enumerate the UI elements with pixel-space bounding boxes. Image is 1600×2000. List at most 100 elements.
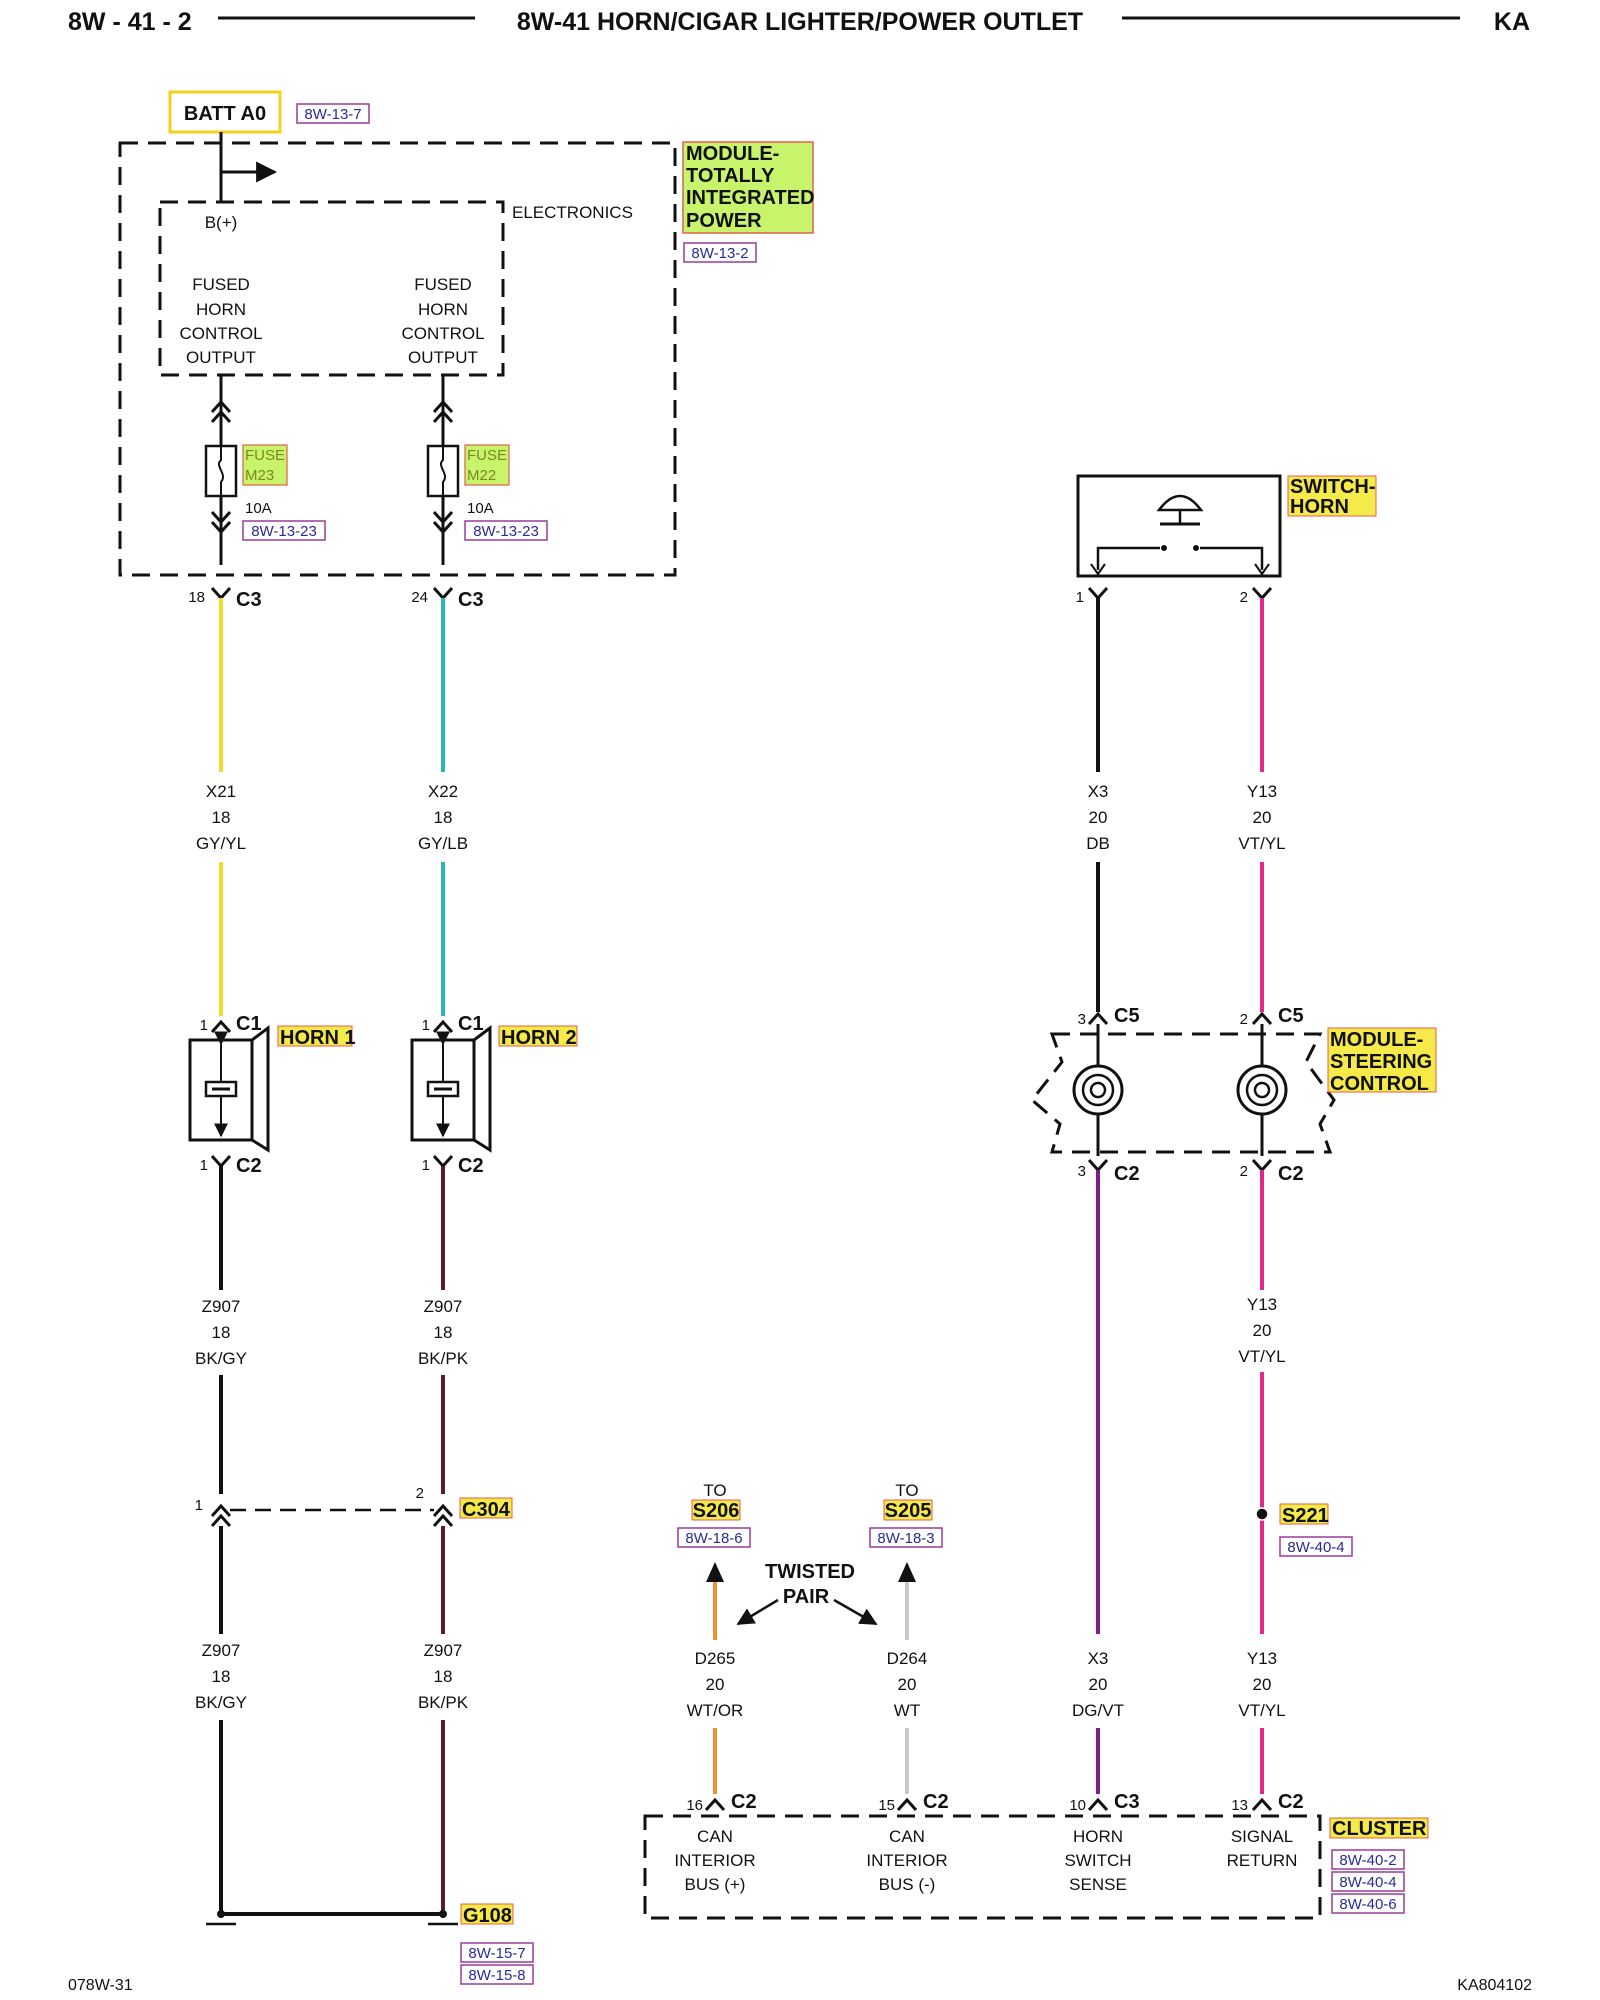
cluster-pin15-line2: INTERIOR (866, 1851, 947, 1870)
clockspring-left-mid (1081, 1073, 1115, 1107)
tipm-name-box (682, 141, 814, 234)
ground-ref2-box (460, 1964, 534, 1985)
to-s206-ref[interactable]: 8W-18-6 (685, 1530, 742, 1547)
switch-horn-button-icon (1156, 494, 1204, 512)
horn1-c2-name: C2 (236, 1155, 262, 1177)
cluster-ref1[interactable]: 8W-40-2 (1339, 1852, 1396, 1869)
scm-name-box (1327, 1027, 1437, 1093)
wire-z907-r1-gauge: 18 (434, 1323, 453, 1342)
horn2-c1-name: C1 (458, 1013, 484, 1035)
wire-x22-circuit: X22 (428, 782, 458, 801)
horn1-bell (251, 1025, 270, 1153)
wire-x22-gauge: 18 (434, 808, 453, 827)
cluster-pin10-line1: HORN (1073, 1827, 1123, 1846)
tipm-c3-left-conn-name: C3 (236, 589, 262, 611)
scm-c2-right-conn (1251, 1158, 1273, 1173)
scm-name-1: MODULE- (1330, 1029, 1423, 1051)
wire-z907-r2-circuit: Z907 (424, 1641, 463, 1660)
wire-y13-top-gauge: 20 (1253, 808, 1272, 827)
horn2-c2-name: C2 (458, 1155, 484, 1177)
cluster-ref2[interactable]: 8W-40-4 (1339, 1874, 1396, 1891)
wire-y13-bot-gauge: 20 (1253, 1675, 1272, 1694)
wire-x3-db-circuit: X3 (1088, 782, 1109, 801)
scm-c2-left-pin: 3 (1078, 1163, 1086, 1180)
batt-box (168, 90, 282, 134)
ground-name-box (460, 1903, 514, 1925)
to-s206-name-box (691, 1499, 741, 1521)
scm-c2-left-conn (1087, 1158, 1109, 1173)
cluster-name: CLUSTER (1332, 1818, 1427, 1840)
ground-ref1[interactable]: 8W-15-7 (468, 1945, 525, 1962)
wire-x3-dgvt-color: DG/VT (1072, 1701, 1124, 1720)
wire-y13-mid-color: VT/YL (1238, 1347, 1285, 1366)
ground-left-splice (217, 1910, 225, 1918)
switch-horn-name-2: HORN (1290, 496, 1349, 518)
scm-c2-right-pin: 2 (1240, 1163, 1248, 1180)
tipm-ref-box (683, 242, 757, 263)
cluster-pin10: 10 (1069, 1797, 1086, 1814)
wire-z907-r2-color: BK/PK (418, 1693, 469, 1712)
clockspring-left-inner (1089, 1081, 1107, 1099)
cluster-pin15: 15 (878, 1797, 895, 1814)
fuse-m22-ref-box (464, 520, 548, 541)
to-s206-name: S206 (693, 1500, 740, 1522)
fuse-m22-element (440, 446, 446, 496)
c304-left-conn (210, 1503, 232, 1528)
batt-ref-box (296, 103, 370, 124)
fuse-m22-ref[interactable]: 8W-13-23 (473, 523, 539, 540)
horn2-c1-conn (432, 1019, 454, 1034)
footer-left: 078W-31 (68, 1977, 133, 1994)
wire-z907-r1-color: BK/PK (418, 1349, 469, 1368)
cluster-pin13-conn (1251, 1797, 1273, 1812)
switch-horn-name-1: SWITCH- (1290, 476, 1376, 498)
wire-y13-bot-circuit: Y13 (1247, 1649, 1277, 1668)
tipm-c3-left-pin: 18 (188, 589, 205, 606)
cluster-pin13-conn-name: C2 (1278, 1791, 1304, 1813)
fuse-m22-conn-bot (432, 510, 454, 535)
clockspring-left-outer (1072, 1064, 1124, 1116)
to-s205-ref[interactable]: 8W-18-3 (877, 1530, 934, 1547)
scm-c5-right-conn (1251, 1011, 1273, 1026)
wire-z907-l1-circuit: Z907 (202, 1297, 241, 1316)
switch-horn-contacts (1096, 546, 1264, 570)
horn1-c1-pin: 1 (200, 1017, 208, 1034)
switch-pin1-conn (1087, 586, 1109, 601)
out-left-4: OUTPUT (186, 348, 256, 367)
ground-ref1-box (460, 1942, 534, 1963)
tipm-ref[interactable]: 8W-13-2 (691, 245, 748, 262)
cluster-name-box (1329, 1817, 1429, 1839)
wire-x21-gauge: 18 (212, 808, 231, 827)
wire-y13-top-color: VT/YL (1238, 834, 1285, 853)
cluster-pin16: 16 (686, 1797, 703, 1814)
switch-horn-body (1076, 474, 1282, 578)
fuse-m23-ref[interactable]: 8W-13-23 (251, 523, 317, 540)
c304-right-pin: 2 (416, 1485, 424, 1502)
wire-x22-color: GY/LB (418, 834, 468, 853)
ground-ref2[interactable]: 8W-15-8 (468, 1967, 525, 1984)
twisted-pair-line-2: PAIR (783, 1586, 830, 1608)
fuse-m23-element (218, 446, 224, 496)
cluster-pin16-conn-name: C2 (731, 1791, 757, 1813)
cluster-ref3[interactable]: 8W-40-6 (1339, 1896, 1396, 1913)
fuse-m23-name-1: FUSE (245, 447, 285, 464)
scm-c5-right-pin: 2 (1240, 1011, 1248, 1028)
fuse-m22-conn-top (432, 399, 454, 424)
scm-name-2: STEERING (1330, 1051, 1432, 1073)
wire-d264-circuit: D264 (887, 1649, 928, 1668)
c304-name-box (459, 1497, 513, 1519)
cluster-pin16-line3: BUS (+) (685, 1875, 746, 1894)
horn2-c2-conn (432, 1154, 454, 1169)
bplus-label: B(+) (205, 213, 238, 232)
c304-name: C304 (462, 1499, 511, 1521)
cluster-pin13-line2: RETURN (1227, 1851, 1298, 1870)
wire-x3-db-color: DB (1086, 834, 1110, 853)
wire-x21-circuit: X21 (206, 782, 236, 801)
scm-c2-right-name: C2 (1278, 1163, 1304, 1185)
s206-arrow-up (706, 1562, 724, 1582)
switch-pin2: 2 (1240, 589, 1248, 606)
s221-name-box (1279, 1503, 1329, 1525)
batt-ref[interactable]: 8W-13-7 (304, 106, 361, 123)
cluster-pin15-conn (896, 1797, 918, 1812)
wire-y13-mid-gauge: 20 (1253, 1321, 1272, 1340)
s221-ref[interactable]: 8W-40-4 (1287, 1539, 1344, 1556)
